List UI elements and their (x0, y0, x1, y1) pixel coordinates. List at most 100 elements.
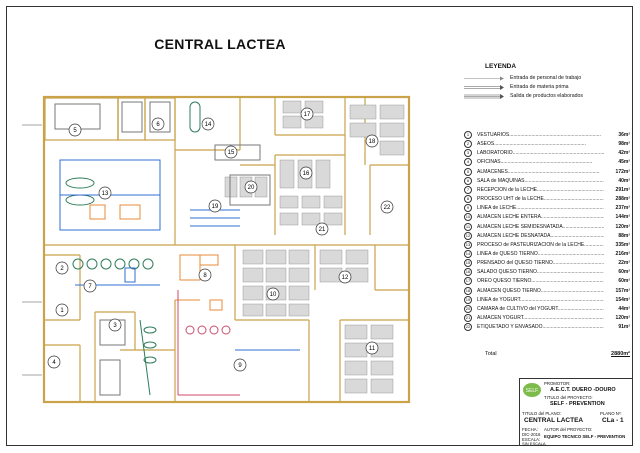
area-name: PRENSADO del QUESO TIERNO...............… (477, 260, 604, 267)
area-name: OREO QUESO TIERNO.......................… (477, 278, 604, 285)
area-name-text: PROCESO UHT de la LECHE (477, 196, 544, 203)
total-value: 2880m² (611, 351, 630, 357)
area-number: 3 (464, 149, 472, 158)
room-marker (55, 303, 69, 317)
room-number: 8 (203, 273, 207, 279)
room-marker (365, 341, 379, 355)
legend-label: Salida de productos elaborados (510, 93, 583, 99)
room-marker (83, 279, 97, 293)
plan-title-value: CENTRAL LACTEA (524, 417, 584, 424)
area-value: 237m² (615, 205, 630, 212)
area-value: 44m² (618, 305, 630, 312)
area-number: 21 (464, 314, 472, 322)
thin-arrow-icon (464, 76, 504, 80)
room-marker (266, 287, 280, 301)
area-value: 335m² (615, 241, 630, 248)
legend-label: Entrada de personal de trabajo (510, 75, 582, 81)
area-value: 120m² (615, 315, 630, 321)
area-name-text: LABORATORIO (477, 150, 513, 157)
area-number: 4 (464, 158, 472, 167)
room-number: 13 (102, 191, 109, 197)
plan-no-label: PLANO Nº: (600, 411, 622, 416)
area-name: RECEPCIÓN de la LECHE...................… (477, 186, 604, 193)
room-number: 20 (248, 185, 255, 191)
room-number: 14 (205, 122, 212, 128)
area-row: 10 ALMACEN LECHE ENTERA..................… (464, 213, 630, 222)
author-label: AUTOR del PROYECTO: (544, 427, 593, 432)
legend-item-staff: Entrada de personal de trabajo (464, 75, 581, 81)
room-number: 11 (369, 346, 376, 352)
area-name-text: LINEA de LECHE (477, 205, 517, 212)
area-value: 60m² (618, 269, 630, 276)
room-number: 22 (384, 205, 391, 211)
room-number: 21 (319, 227, 326, 233)
promotor-label: PROMOTOR: (544, 381, 571, 386)
room-marker (68, 123, 82, 137)
area-name-text: PRENSADO del QUESO TIERNO (477, 260, 553, 267)
escala-value: SIN ESCALA (522, 441, 546, 446)
storage-racks (224, 100, 405, 394)
area-number: 10 (464, 213, 472, 222)
area-row: 11 ALMACEN LECHE SEMIDESNATADA...........… (464, 222, 630, 231)
area-number: 19 (464, 295, 472, 304)
area-name: VESTUARIOS..............................… (477, 132, 601, 138)
room-number: 15 (228, 150, 235, 156)
legend-heading: LEYENDA (485, 63, 517, 70)
area-name: ALMACEN LECHE SEMIDESNATADA.............… (477, 223, 604, 230)
area-name-text: ALMACENES (477, 168, 508, 175)
area-name: ALMACEN LECHE DESNATADA.................… (477, 232, 604, 239)
area-number: 14 (464, 249, 472, 258)
area-name: PROCESO UHT de la LECHE.................… (477, 196, 604, 203)
room-marker (380, 200, 394, 214)
room-marker (299, 166, 313, 180)
area-name: SALA de MÁQUINAS........................… (477, 177, 604, 184)
room-marker (244, 180, 258, 194)
fecha-value: DIC-2016 (522, 432, 541, 437)
total-row: Total 2880m² (485, 351, 630, 357)
room-marker (300, 107, 314, 121)
triple-arrow-icon (464, 93, 504, 99)
room-marker (233, 358, 247, 372)
area-value: 36m² (618, 132, 630, 138)
fecha-label: FECHA: (522, 427, 538, 432)
page-title: CENTRAL LACTEA (154, 36, 286, 52)
area-row: 14 LINEA de QUESO TIERNO.................… (464, 249, 630, 258)
title-block: SELF PROMOTOR: A.E.C.T. DUERO -DOURO TIT… (519, 378, 633, 446)
area-value: 172m² (615, 168, 630, 175)
room-number: 16 (303, 171, 310, 177)
area-value: 40m² (618, 177, 630, 184)
area-value: 157m² (615, 287, 630, 294)
area-number: 11 (464, 222, 472, 231)
area-name: LINEA de QUESO TIERNO...................… (477, 250, 604, 257)
room-marker (365, 134, 379, 148)
area-name-text: ALMACEN YOGURT (477, 315, 524, 321)
area-number: 16 (464, 268, 472, 277)
logo-icon: SELF (523, 383, 541, 397)
room-marker (198, 268, 212, 282)
area-name-text: ALMACEN LECHE ENTERA (477, 214, 541, 221)
area-number: 9 (464, 204, 472, 213)
area-value: 45m² (618, 159, 630, 166)
process-equipment (54, 101, 300, 396)
area-value: 98m² (618, 141, 630, 148)
project-label: TITULO del PROYECTO: (544, 395, 593, 400)
room-marker (55, 261, 69, 275)
area-name-text: LINEA de QUESO TIERNO (477, 250, 538, 257)
area-number: 20 (464, 304, 472, 313)
area-name-text: OREO QUESO TIERNO (477, 278, 532, 285)
drawing-frame (6, 6, 633, 446)
area-name-text: VESTUARIOS (477, 132, 510, 138)
area-name: ALMACEN YOGURT..........................… (477, 315, 604, 321)
room-marker (224, 145, 238, 159)
area-name: PROCESO de PASTEURIZACIÓN de la LECHE...… (477, 241, 604, 248)
area-name: ALMACEN LECHE ENTERA....................… (477, 214, 604, 221)
room-marker (315, 222, 329, 236)
